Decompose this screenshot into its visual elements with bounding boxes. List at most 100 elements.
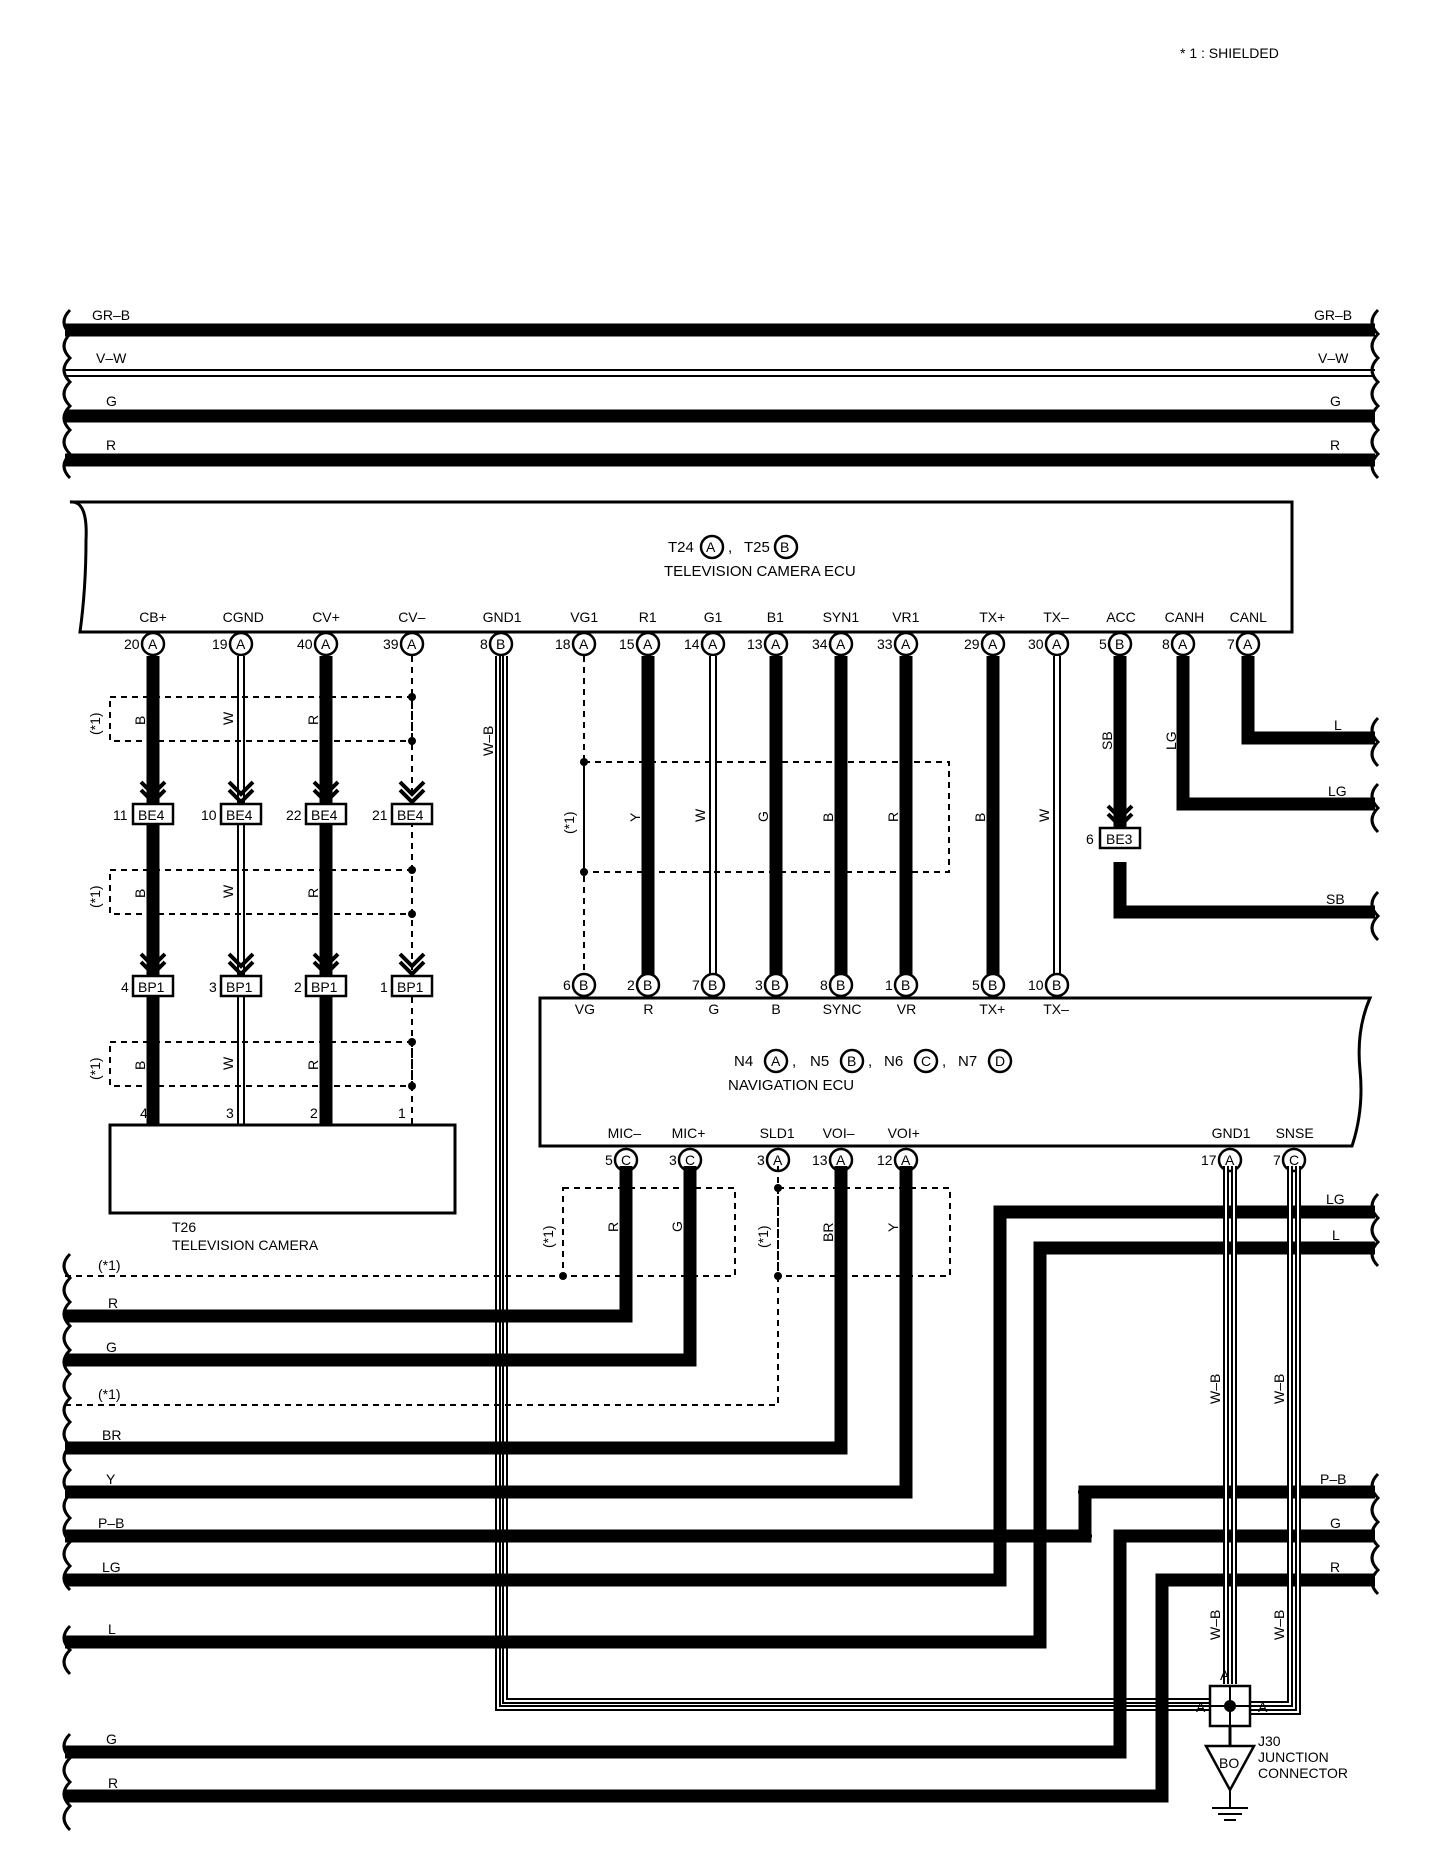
bus-right-break (1370, 308, 1381, 480)
bus-label-left-1: V–W (96, 350, 127, 366)
connector-arrow (227, 780, 255, 805)
pin-circle (1044, 972, 1070, 998)
pin-number: 5 (1099, 636, 1107, 652)
pin-conn-letter: A (901, 1152, 911, 1168)
pin-name: SNSE (1276, 1125, 1314, 1141)
pin-conn-letter: C (685, 1152, 695, 1168)
pin-conn-letter: B (496, 636, 505, 652)
camera-wire-color: B (132, 889, 148, 898)
pin-number: 7 (692, 977, 700, 993)
connector-pin: 11 (113, 807, 128, 823)
connector-label: BE4 (226, 807, 253, 823)
camera-wire-color: W (220, 884, 236, 898)
pin-conn-letter: A (1052, 636, 1062, 652)
bus-label-left-0: GR–B (92, 307, 130, 323)
nav-ecu-title-part: N4 (734, 1053, 753, 1070)
connector-arrow (398, 780, 426, 805)
tv-ecu-title-t25: T25 (744, 539, 770, 556)
connector-pin: 21 (372, 807, 388, 823)
pin-name: B (771, 1001, 780, 1017)
pin-circle (1170, 631, 1196, 657)
pin-number: 13 (747, 636, 763, 652)
connector-box (131, 802, 175, 826)
pin-conn-letter: B (579, 977, 588, 993)
pin-number: 3 (755, 977, 763, 993)
svg-text:W–B: W–B (480, 726, 496, 756)
pin-conn-letter: A (407, 636, 417, 652)
pin-number: 39 (383, 636, 399, 652)
svg-text:P–B: P–B (1320, 1471, 1346, 1487)
pin-conn-letter: B (1052, 977, 1061, 993)
pin-conn-letter: A (321, 636, 331, 652)
pin-name: SLD1 (760, 1125, 795, 1141)
connector-box (304, 802, 348, 826)
tv-ecu-conn-a: A (706, 539, 716, 555)
nav-ecu-title-conn: D (995, 1053, 1005, 1069)
camera-wire-color: R (305, 715, 321, 725)
svg-text:G: G (106, 1731, 117, 1747)
nav-ecu-title-circle (987, 1048, 1013, 1074)
pin-number: 7 (1227, 636, 1235, 652)
pin-name: G (708, 1001, 719, 1017)
tv-camera-pin-4: 4 (140, 1105, 148, 1121)
pin-conn-letter: B (1115, 636, 1124, 652)
camera-wire-color: W (220, 1056, 236, 1070)
pin-number: 1 (885, 977, 893, 993)
pin-name: GND1 (483, 609, 522, 625)
pin-number: 10 (1028, 977, 1044, 993)
svg-text:R: R (605, 1222, 621, 1232)
svg-text:(*1): (*1) (540, 1225, 556, 1248)
pin-circle (1217, 1147, 1243, 1173)
svg-text:A: A (1220, 1667, 1230, 1683)
connector-pin: 3 (209, 979, 217, 995)
connector-label: BP1 (138, 979, 165, 995)
svg-text:(*1): (*1) (87, 885, 103, 908)
connector-arrow (312, 952, 340, 977)
svg-text:G: G (1330, 1515, 1341, 1531)
pin-circle (571, 631, 597, 657)
pin-conn-letter: A (988, 636, 998, 652)
svg-text:L: L (1332, 1227, 1340, 1243)
shield-box-2: (*1) (87, 866, 416, 918)
pin-circle (1107, 631, 1133, 657)
pin-circle (700, 972, 726, 998)
pin-conn-letter: A (836, 1152, 846, 1168)
svg-text:LG: LG (1163, 731, 1179, 750)
connector-box (219, 974, 263, 998)
pin-conn-letter: A (901, 636, 911, 652)
pin-circle (313, 631, 339, 657)
mic-voice-wiring: (*1) (*1) R G BR Y (65, 1166, 951, 1499)
pin-number: 8 (1162, 636, 1170, 652)
camera-wire-color: R (305, 1060, 321, 1070)
pin-circle (635, 631, 661, 657)
tv-ecu-title-t24: T24 (668, 539, 694, 556)
pin-number: 3 (669, 1152, 677, 1168)
pin-circle (828, 972, 854, 998)
video-wire-color: R (885, 812, 901, 822)
pin-name: CGND (223, 609, 264, 625)
pin-conn-letter: B (708, 977, 717, 993)
svg-text:SB: SB (1099, 731, 1115, 750)
tv-camera-code: T26 (172, 1219, 196, 1235)
bus-label-left-2: G (106, 393, 117, 409)
connector-box (390, 802, 434, 826)
gnd1-wire: W–B (480, 656, 1225, 1711)
top-bus: GR–B GR–B V–W V–W G G R R (62, 307, 1381, 480)
connector-pin: 22 (286, 807, 302, 823)
pin-conn-letter: B (771, 977, 780, 993)
svg-text:W–B: W–B (1271, 1610, 1287, 1640)
svg-text:R: R (108, 1295, 118, 1311)
shield-box-1: (*1) (87, 693, 416, 745)
nav-ecu-title-circle (839, 1048, 865, 1074)
svg-text:(*1): (*1) (98, 1257, 121, 1273)
pin-number: 18 (555, 636, 571, 652)
pin-conn-letter: A (708, 636, 718, 652)
nav-ecu-title-comma: , (942, 1053, 946, 1070)
nav-ecu-title-comma: , (868, 1053, 872, 1070)
nav-ecu-name: NAVIGATION ECU (728, 1077, 854, 1094)
nav-ecu-title-comma: , (792, 1053, 796, 1070)
pin-name: CANH (1165, 609, 1205, 625)
junction-line2: CONNECTOR (1258, 1765, 1348, 1781)
pin-name: TX– (1043, 609, 1069, 625)
